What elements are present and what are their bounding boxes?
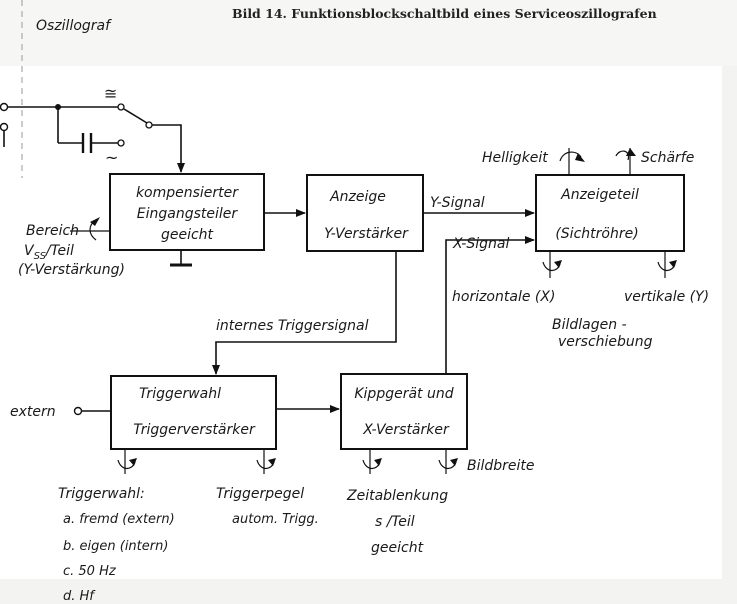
sweep-line1: Kippgerät und [354, 386, 453, 402]
input-network: ≅ ~ [0, 84, 185, 173]
wire-switch-to-input [152, 124, 185, 173]
vertical-label: vertikale (Y) [624, 289, 709, 305]
range-knob[interactable] [70, 217, 110, 241]
position-label-2: verschiebung [558, 334, 653, 350]
input-attenuator-block: kompensierter Eingangsteiler geeicht [109, 173, 265, 267]
switch-contact-ac [117, 139, 125, 147]
range-label: Bereich [26, 223, 79, 239]
input-block-line3: geeicht [161, 227, 214, 243]
display-line2: (Sichtröhre) [555, 226, 638, 242]
ground-terminal [0, 122, 9, 132]
page-margin [0, 0, 737, 66]
trigger-select-knob[interactable] [117, 449, 137, 474]
extern-terminal [73, 406, 83, 416]
wire-x-signal [445, 236, 535, 374]
focus-knob[interactable] [615, 148, 636, 175]
coupling-switch[interactable] [123, 108, 148, 124]
width-knob[interactable] [438, 449, 458, 474]
trigger-option-a: a. fremd (extern) [63, 512, 175, 527]
trigger-option-d: d. Hf [63, 589, 96, 604]
display-block: Anzeigeteil (Sichtröhre) [535, 174, 685, 252]
display-line1: Anzeigeteil [560, 187, 639, 203]
diagram-paper [0, 66, 722, 579]
timebase-label: Zeitablenkung [346, 488, 448, 504]
internal-trigger-label: internes Triggersignal [216, 318, 369, 334]
width-label: Bildbreite [467, 458, 535, 474]
input-block-line1: kompensierter [136, 185, 239, 201]
horizontal-position-knob[interactable] [542, 251, 562, 278]
x-signal-label: X-Signal [452, 236, 509, 252]
sweep-block: Kippgerät und X-Verstärker [340, 373, 468, 450]
input-block-line2: Eingangsteiler [137, 206, 239, 222]
y-signal-label: Y-Signal [430, 195, 485, 211]
range-gain-label: (Y-Verstärkung) [18, 262, 125, 278]
timebase-calibrated-label: geeicht [371, 540, 424, 556]
range-unit-label: VSS/Teil [24, 243, 74, 262]
brightness-knob[interactable] [559, 148, 585, 175]
sweep-line2: X-Verstärker [362, 422, 450, 438]
horizontal-label: horizontale (X) [452, 289, 555, 305]
trigger-line2: Triggerverstärker [133, 422, 256, 438]
yamp-line2: Y-Verstärker [324, 226, 409, 242]
trigger-level-label: Triggerpegel [216, 486, 304, 502]
figure-caption: Bild 14. Funktionsblockschaltbild eines … [232, 6, 657, 21]
trigger-option-c: c. 50 Hz [63, 564, 117, 579]
focus-label: Schärfe [641, 150, 694, 166]
vertical-position-knob[interactable] [657, 251, 677, 278]
auto-trigger-label: autom. Trigg. [232, 512, 319, 527]
timebase-knob[interactable] [362, 449, 382, 474]
trigger-block: Triggerwahl Triggerverstärker [110, 375, 277, 450]
side-label: Oszillograf [36, 18, 112, 34]
wire-internal-trigger [212, 251, 397, 375]
extern-label: extern [10, 404, 56, 420]
yamp-line1: Anzeige [329, 189, 386, 205]
trigger-select-title: Triggerwahl: [58, 486, 145, 502]
brightness-label: Helligkeit [482, 150, 548, 166]
trigger-level-knob[interactable] [256, 449, 276, 474]
trigger-line1: Triggerwahl [139, 386, 221, 402]
switch-ac-symbol: ~ [105, 148, 118, 167]
switch-contact-dc [117, 103, 125, 111]
switch-dc-symbol: ≅ [104, 84, 117, 103]
timebase-unit-label: s /Teil [375, 514, 415, 530]
y-amplifier-block: Anzeige Y-Verstärker [306, 174, 424, 252]
position-label-1: Bildlagen - [552, 317, 627, 333]
input-terminal [0, 102, 9, 112]
trigger-option-b: b. eigen (intern) [63, 539, 168, 554]
